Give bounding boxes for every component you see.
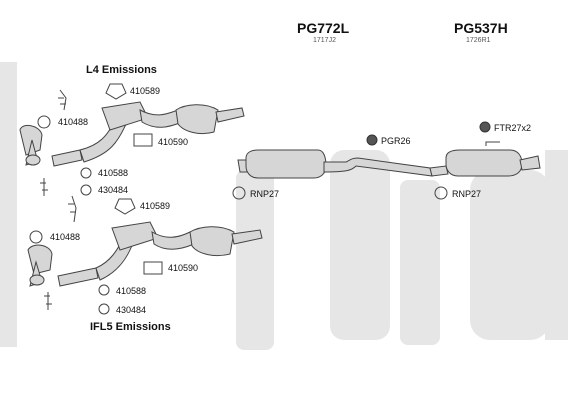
header-ref-1: 1717J2 (313, 37, 336, 44)
clamp-icon (29, 230, 43, 244)
gasket-icon (114, 198, 136, 215)
part-label[interactable]: 410590 (168, 263, 199, 273)
part-label[interactable]: 430484 (116, 305, 147, 315)
clamp-icon (80, 184, 92, 196)
top-manifold-assembly (19, 89, 245, 196)
gasket-icon (133, 133, 153, 147)
gasket-icon (143, 261, 163, 275)
clamp-icon (98, 303, 110, 315)
clamp-icon (366, 134, 378, 146)
bottom-manifold-assembly (27, 195, 263, 310)
rubber-mount-icon (434, 186, 448, 200)
part-label[interactable]: PGR26 (381, 136, 411, 146)
part-label[interactable]: 410589 (140, 201, 171, 211)
clamp-icon (80, 167, 92, 179)
part-label[interactable]: RNP27 (250, 189, 280, 199)
part-label[interactable]: 410488 (50, 232, 81, 242)
section-title-l4: L4 Emissions (86, 64, 157, 76)
part-label[interactable]: 410488 (58, 117, 89, 127)
header-code-1: PG772L (297, 20, 350, 36)
rear-silencer (429, 141, 541, 177)
part-label[interactable]: FTR27x2 (494, 123, 532, 133)
part-label[interactable]: RNP27 (452, 189, 482, 199)
watermark-logo (0, 62, 568, 350)
middle-silencer (237, 149, 433, 179)
part-label[interactable]: 410590 (158, 137, 189, 147)
clamp-icon (98, 284, 110, 296)
rubber-mount-icon (232, 186, 246, 200)
part-label[interactable]: 410588 (98, 168, 129, 178)
part-icons (29, 83, 491, 315)
clamp-icon (37, 115, 51, 129)
part-label[interactable]: 410589 (130, 86, 161, 96)
header-ref-2: 1726R1 (466, 37, 491, 44)
part-label[interactable]: 430484 (98, 185, 129, 195)
gasket-icon (105, 83, 127, 100)
clamp-icon (479, 121, 491, 133)
header-code-2: PG537H (454, 20, 508, 36)
part-label[interactable]: 410588 (116, 286, 147, 296)
section-title-ifl5: IFL5 Emissions (90, 321, 171, 333)
